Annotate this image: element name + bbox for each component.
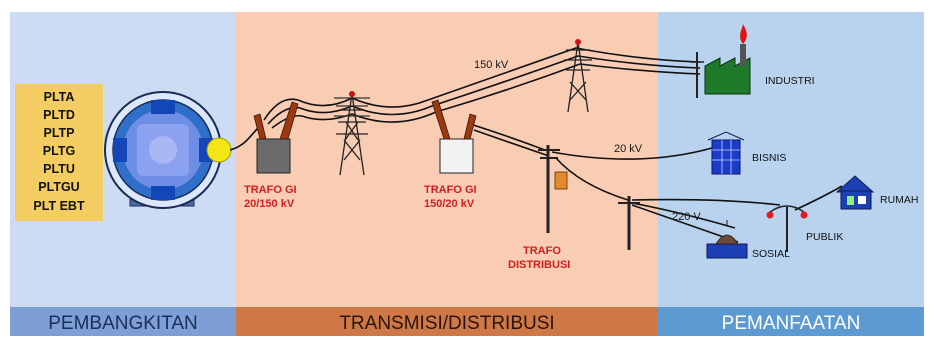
publik-label: PUBLIK [806, 231, 843, 243]
transmission-tower-icon [564, 39, 592, 113]
trafo-gi-1-icon [253, 101, 299, 174]
trafo-gi-2-label-line2: 150/20 kV [424, 198, 475, 210]
plant-type-item: PLT EBT [33, 199, 85, 213]
voltage-220v-label: 220 V [672, 211, 701, 223]
plant-type-item: PLTU [43, 162, 75, 176]
transmission-tower-icon [334, 91, 370, 176]
plant-type-item: PLTP [43, 126, 74, 140]
factory-icon [690, 24, 751, 98]
band-pemanfaatan [658, 307, 924, 336]
zone-pemanfaatan [658, 12, 924, 307]
section-label-pemanfaatan: PEMANFAATAN [722, 313, 861, 334]
house-icon [835, 175, 875, 210]
industri-label: INDUSTRI [765, 75, 815, 87]
voltage-150kv-label: 150 kV [474, 59, 509, 71]
rumah-label: RUMAH [880, 194, 919, 206]
plant-type-item: PLTGU [38, 180, 79, 194]
bisnis-label: BISNIS [752, 152, 786, 164]
section-label-pembangkitan: PEMBANGKITAN [48, 313, 198, 334]
generator-icon [104, 91, 232, 209]
trafo-distribusi-icon [538, 145, 568, 233]
band-transmisi [236, 307, 658, 336]
trafo-gi-2-label-line1: TRAFO GI [424, 184, 477, 196]
trafo-distribusi-label-line2: DISTRIBUSI [508, 259, 570, 271]
section-label-transmisi: TRANSMISI/DISTRIBUSI [339, 313, 554, 334]
plant-type-item: PLTG [43, 144, 75, 158]
band-pembangkitan [10, 307, 236, 336]
trafo-gi-1-label-line2: 20/150 kV [244, 198, 295, 210]
trafo-gi-1-label-line1: TRAFO GI [244, 184, 297, 196]
sosial-label: SOSIAL [752, 248, 790, 260]
mosque-icon [706, 220, 748, 259]
plant-type-box [15, 84, 103, 221]
plant-type-item: PLTA [44, 90, 75, 104]
trafo-distribusi-label-line1: TRAFO [523, 245, 561, 257]
street-lamp-icon [766, 205, 808, 252]
trafo-gi-2-icon [431, 99, 477, 174]
voltage-20kv-label: 20 kV [614, 143, 643, 155]
office-building-icon [707, 131, 745, 175]
plant-type-item: PLTD [43, 108, 75, 122]
utility-pole-icon [618, 196, 640, 250]
